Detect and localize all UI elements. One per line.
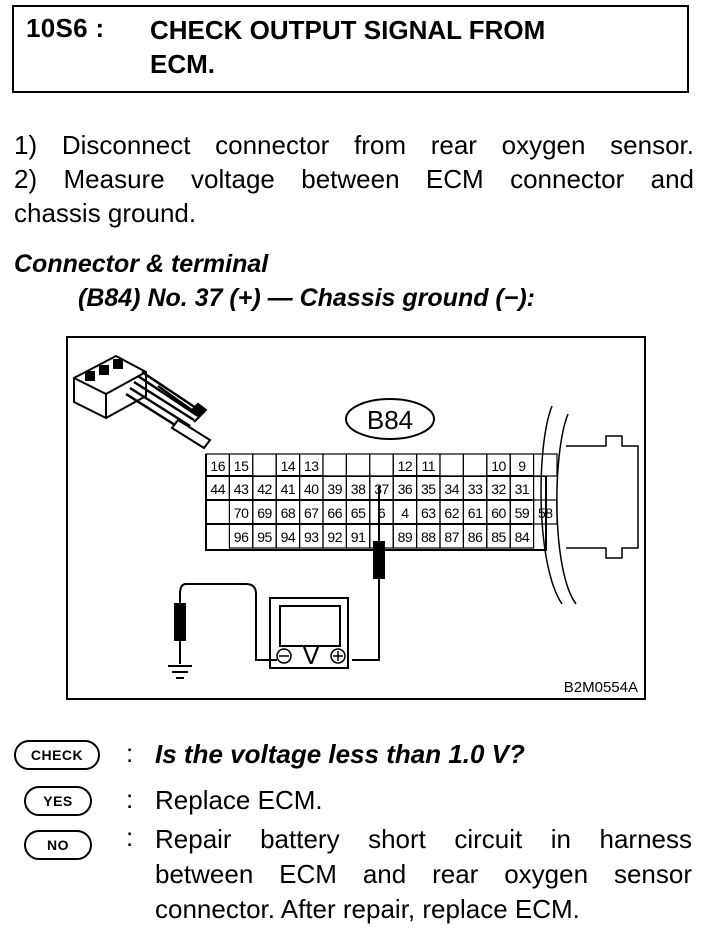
pin-number: 39 xyxy=(327,481,342,497)
pin-cell xyxy=(322,453,347,477)
step-1-text: 1) Disconnect connector from rear oxygen… xyxy=(14,130,694,160)
pin-number: 68 xyxy=(281,505,296,521)
pin-number: 6 xyxy=(378,505,386,521)
step-title-line2: ECM. xyxy=(150,49,215,79)
pin-cell xyxy=(509,523,535,549)
connector-label-ellipse xyxy=(345,398,435,440)
no-answer: Repair battery short circuit in harness … xyxy=(155,822,692,927)
pin-number: 14 xyxy=(281,458,296,474)
sensor-connector-icon xyxy=(73,354,212,450)
pin-number: 84 xyxy=(515,529,530,545)
check-colon: : xyxy=(126,738,134,768)
pin-number: 10 xyxy=(491,458,506,474)
pin-number: 62 xyxy=(444,505,459,521)
ground-lead xyxy=(174,583,277,664)
yes-colon: : xyxy=(126,784,134,814)
procedure-steps: 1) Disconnect connector from rear oxygen… xyxy=(14,128,694,230)
pin-number: 88 xyxy=(421,529,436,545)
yes-badge: YES xyxy=(24,786,92,816)
pin-number: 94 xyxy=(281,529,296,545)
no-badge: NO xyxy=(24,830,92,860)
pin-number: 35 xyxy=(421,481,436,497)
pin-number: 60 xyxy=(491,505,506,521)
pin-number: 12 xyxy=(398,458,413,474)
step-title: CHECK OUTPUT SIGNAL FROM ECM. xyxy=(150,13,670,81)
step-2-text: 2) Measure voltage between ECM connector… xyxy=(14,164,694,194)
pin-number: 42 xyxy=(257,481,272,497)
pin-number: 59 xyxy=(515,505,530,521)
pin-number: 13 xyxy=(304,458,319,474)
pin-number: 34 xyxy=(444,481,459,497)
pin-number: 61 xyxy=(468,505,483,521)
pin-number: 65 xyxy=(351,505,366,521)
ground-icon xyxy=(168,665,192,679)
step-code: 10S6 : xyxy=(26,13,105,43)
figure-id: B2M0554A xyxy=(564,679,638,696)
ecm-harness xyxy=(540,405,639,605)
pin-number: 85 xyxy=(491,529,506,545)
pin-number: 31 xyxy=(515,481,530,497)
pin-number: 4 xyxy=(401,505,409,521)
pin-number: 32 xyxy=(491,481,506,497)
pin-number: 9 xyxy=(518,458,526,474)
pin-number: 15 xyxy=(234,458,249,474)
positive-probe xyxy=(352,486,385,661)
connector-spec: (B84) No. 37 (+) — Chassis ground (−): xyxy=(78,284,536,312)
pin-number: 70 xyxy=(234,505,249,521)
step-header-box: 10S6 : CHECK OUTPUT SIGNAL FROM ECM. xyxy=(12,5,689,93)
step-2-text-continued: chassis ground. xyxy=(14,198,197,228)
pin-number: 16 xyxy=(210,458,225,474)
pin-number: 43 xyxy=(234,481,249,497)
pin-number: 89 xyxy=(398,529,413,545)
pin-number: 33 xyxy=(468,481,483,497)
pin-number: 37 xyxy=(374,481,389,497)
pin-number: 38 xyxy=(351,481,366,497)
no-answer-line1: Repair battery short circuit in harness xyxy=(155,824,692,854)
pin-number: 58 xyxy=(538,505,553,521)
pin-cell xyxy=(439,453,464,477)
no-answer-line3: connector. After repair, replace ECM. xyxy=(155,894,580,924)
check-question: Is the voltage less than 1.0 V? xyxy=(155,739,525,769)
arrow-icon xyxy=(157,385,208,423)
pin-number: 86 xyxy=(468,529,483,545)
pin-number: 44 xyxy=(210,481,225,497)
pin-number: 96 xyxy=(234,529,249,545)
pin-number: 66 xyxy=(327,505,342,521)
voltmeter-label: V xyxy=(302,640,320,670)
pin-number: 87 xyxy=(444,529,459,545)
pin-cell xyxy=(533,453,558,477)
pin-number: 36 xyxy=(398,481,413,497)
connector-label: B84 xyxy=(367,405,413,435)
pin-number: 69 xyxy=(257,505,272,521)
pin-number: 41 xyxy=(281,481,296,497)
no-answer-line2: between ECM and rear oxygen sensor xyxy=(155,859,692,889)
pin-cell xyxy=(369,453,394,477)
pin-number: 67 xyxy=(304,505,319,521)
pin-number: 40 xyxy=(304,481,319,497)
connector-heading: Connector & terminal xyxy=(14,250,269,278)
pin-number: 91 xyxy=(351,529,366,545)
yes-answer: Replace ECM. xyxy=(155,785,323,815)
pin-number: 63 xyxy=(421,505,436,521)
pin-number: 92 xyxy=(327,529,342,545)
voltmeter xyxy=(269,597,349,669)
pin-number: 93 xyxy=(304,529,319,545)
pin-number: 11 xyxy=(422,458,436,474)
pin-cell xyxy=(252,453,277,477)
pin-cell xyxy=(345,453,371,477)
pin-number: 95 xyxy=(257,529,272,545)
pin-cell xyxy=(462,453,488,477)
diagram-frame xyxy=(66,336,646,700)
check-badge: CHECK xyxy=(14,740,100,770)
no-colon: : xyxy=(126,822,134,852)
step-title-line1: CHECK OUTPUT SIGNAL FROM xyxy=(150,15,546,45)
